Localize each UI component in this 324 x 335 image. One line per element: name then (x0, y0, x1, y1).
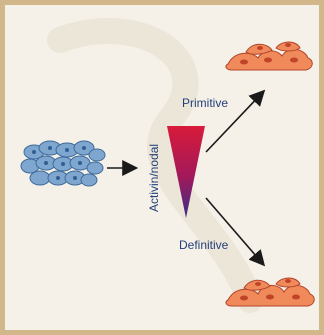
activin-gradient-wedge (167, 126, 205, 218)
stem-cell-cluster (20, 140, 106, 187)
primitive-cell-cluster (225, 41, 313, 71)
definitive-arrow (205, 197, 266, 267)
primitive-label: Primitive (182, 96, 229, 110)
definitive-label: Definitive (179, 238, 229, 252)
background-swirl (47, 18, 263, 313)
definitive-cell-cluster (225, 277, 315, 307)
activin-nodal-label: Activin/nodal (147, 143, 161, 212)
primitive-arrow (205, 89, 266, 153)
